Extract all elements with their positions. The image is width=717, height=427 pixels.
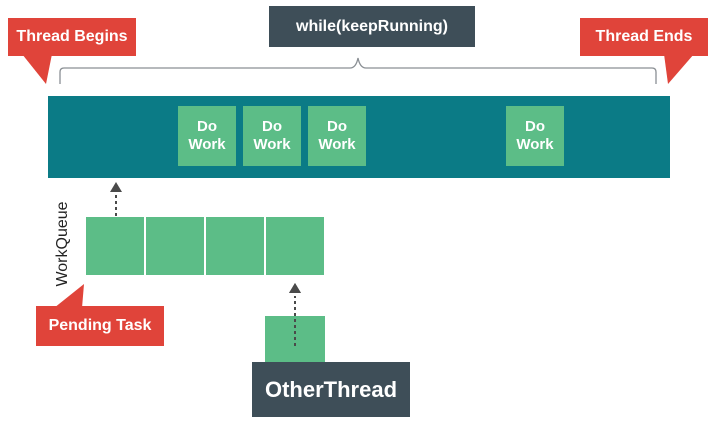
loop-label: while(keepRunning) — [269, 6, 475, 47]
thread-ends-tail — [664, 54, 694, 84]
do-work-box: Do Work — [178, 106, 236, 166]
pending-task-tail — [54, 284, 84, 308]
thread-begins-tail — [22, 54, 52, 84]
do-work-box: Do Work — [243, 106, 301, 166]
do-work-line2: Work — [253, 136, 291, 153]
do-work-box: Do Work — [506, 106, 564, 166]
do-work-line1: Do — [197, 118, 217, 135]
pending-task-callout: Pending Task — [36, 306, 164, 346]
thread-begins-callout: Thread Begins — [8, 18, 136, 56]
do-work-line2: Work — [318, 136, 356, 153]
do-work-line1: Do — [327, 118, 347, 135]
loop-brace — [59, 57, 657, 84]
do-work-line2: Work — [188, 136, 226, 153]
queue-cell — [146, 217, 204, 275]
do-work-line2: Work — [516, 136, 554, 153]
other-thread-label: OtherThread — [252, 362, 410, 417]
thread-ends-callout: Thread Ends — [580, 18, 708, 56]
queue-cell — [206, 217, 264, 275]
do-work-line1: Do — [262, 118, 282, 135]
queue-cell — [86, 217, 144, 275]
queue-cell — [266, 217, 324, 275]
do-work-box: Do Work — [308, 106, 366, 166]
dequeue-arrow-head — [110, 182, 122, 192]
do-work-line1: Do — [525, 118, 545, 135]
